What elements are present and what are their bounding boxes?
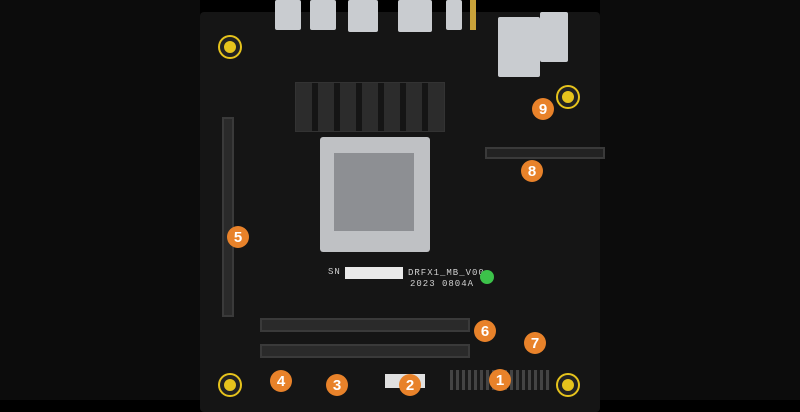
- background-left: [0, 0, 200, 400]
- motherboard: SN DRFX1_MB_V00 2023 0804A: [200, 0, 605, 412]
- memory-slot: [260, 318, 470, 332]
- board-date-code: 2023 0804A: [410, 279, 475, 289]
- board-model-label: DRFX1_MB_V00: [408, 268, 485, 278]
- vrm-area: [295, 82, 445, 132]
- callout-2: 2: [399, 374, 421, 396]
- callout-4: 4: [270, 370, 292, 392]
- mount-hole: [220, 375, 240, 395]
- callout-7: 7: [524, 332, 546, 354]
- background-right: [600, 0, 800, 400]
- usb-port: [310, 0, 336, 30]
- cpu-die: [334, 153, 414, 231]
- power-port: [540, 12, 568, 62]
- usb-c-port: [446, 0, 462, 30]
- callout-1: 1: [489, 369, 511, 391]
- cpu-package: [320, 137, 430, 252]
- usb-port: [275, 0, 301, 30]
- callout-9: 9: [532, 98, 554, 120]
- callout-8: 8: [521, 160, 543, 182]
- hdmi-port: [348, 0, 378, 32]
- mount-hole: [220, 37, 240, 57]
- callout-5: 5: [227, 226, 249, 248]
- m2-slot: [485, 147, 605, 159]
- sn-label: SN: [328, 267, 341, 277]
- pcie-slot: [222, 117, 234, 317]
- mount-hole: [558, 375, 578, 395]
- serial-sticker: [345, 267, 403, 279]
- callout-3: 3: [326, 374, 348, 396]
- antenna-connector: [470, 0, 476, 30]
- mount-hole: [558, 87, 578, 107]
- ethernet-port: [498, 17, 540, 77]
- memory-slot: [260, 344, 470, 358]
- hdmi-port: [398, 0, 432, 32]
- callout-6: 6: [474, 320, 496, 342]
- green-sticker: [480, 270, 494, 284]
